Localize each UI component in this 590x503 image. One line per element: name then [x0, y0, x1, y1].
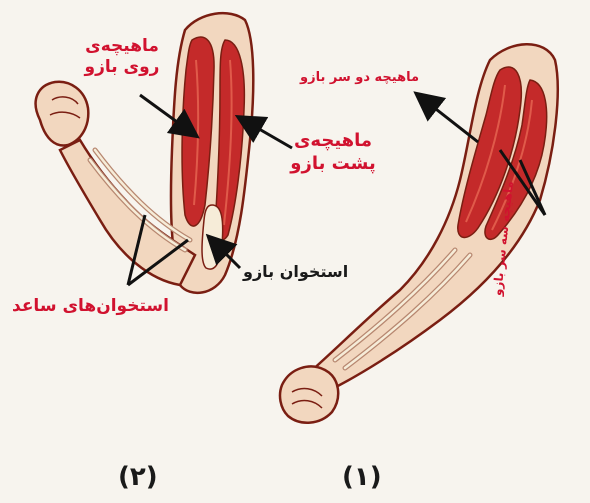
label-forearm-bones: استخوان‌های ساعد: [12, 296, 169, 317]
label-humerus: استخوان بازو: [243, 262, 348, 282]
straight-arm-illustration: [280, 44, 558, 422]
caption-figure-2: (۲): [118, 462, 158, 492]
arrow-biceps-top: [418, 95, 478, 142]
bent-arm-humerus-bone: [202, 205, 223, 269]
bent-arm-fist: [36, 82, 89, 146]
straight-arm-fist: [280, 366, 338, 422]
label-triceps: ماهیچه‌ی پشت بازو: [290, 130, 376, 175]
caption-figure-1: (۱): [342, 462, 382, 492]
label-biceps-front: ماهیچه‌ی روی بازو: [72, 36, 172, 79]
label-biceps-top: ماهیچه دو سر بازو: [300, 70, 419, 86]
